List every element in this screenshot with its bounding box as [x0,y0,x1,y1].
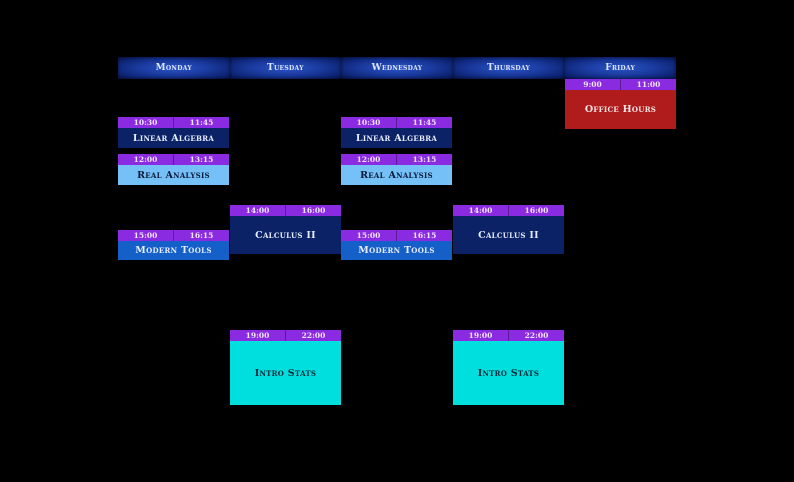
event-title: Intro Stats [230,341,341,405]
end-time: 11:00 [636,80,661,89]
event-intro-stats-thursday[interactable]: 19:00 22:00 Intro Stats [453,330,564,405]
event-calculus-ii-thursday[interactable]: 14:00 16:00 Calculus II [453,205,564,254]
time-bar: 15:00 16:15 [118,230,229,241]
start-time: 12:00 [118,154,174,165]
event-title: Modern Tools [118,241,229,260]
time-bar: 15:00 16:15 [341,230,452,241]
day-header-thursday: Thursday [452,57,565,79]
event-title: Calculus II [453,216,564,254]
end-time: 13:15 [412,155,437,164]
start-time: 15:00 [341,230,397,241]
event-modern-tools-wednesday[interactable]: 15:00 16:15 Modern Tools [341,230,452,260]
day-header-row: Monday Tuesday Wednesday Thursday Friday [118,57,676,79]
time-bar: 12:00 13:15 [118,154,229,165]
event-linear-algebra-wednesday[interactable]: 10:30 11:45 Linear Algebra [341,117,452,148]
time-bar: 19:00 22:00 [230,330,341,341]
event-modern-tools-monday[interactable]: 15:00 16:15 Modern Tools [118,230,229,260]
end-time: 16:15 [189,231,214,240]
end-time: 16:15 [412,231,437,240]
start-time: 14:00 [453,205,509,216]
event-calculus-ii-tuesday[interactable]: 14:00 16:00 Calculus II [230,205,341,254]
event-linear-algebra-monday[interactable]: 10:30 11:45 Linear Algebra [118,117,229,148]
event-title: Real Analysis [118,165,229,185]
start-time: 15:00 [118,230,174,241]
start-time: 14:00 [230,205,286,216]
event-title: Office Hours [565,90,676,129]
event-title: Linear Algebra [341,128,452,148]
event-office-hours-friday[interactable]: 9:00 11:00 Office Hours [565,79,676,129]
end-time: 13:15 [189,155,214,164]
start-time: 10:30 [118,117,174,128]
day-header-tuesday: Tuesday [229,57,342,79]
time-bar: 9:00 11:00 [565,79,676,90]
end-time: 22:00 [301,331,326,340]
time-bar: 10:30 11:45 [118,117,229,128]
event-title: Modern Tools [341,241,452,260]
time-bar: 12:00 13:15 [341,154,452,165]
start-time: 9:00 [565,79,621,90]
event-title: Intro Stats [453,341,564,405]
time-bar: 14:00 16:00 [453,205,564,216]
start-time: 19:00 [453,330,509,341]
event-title: Calculus II [230,216,341,254]
day-header-monday: Monday [118,57,230,79]
event-intro-stats-tuesday[interactable]: 19:00 22:00 Intro Stats [230,330,341,405]
time-bar: 10:30 11:45 [341,117,452,128]
start-time: 19:00 [230,330,286,341]
day-header-wednesday: Wednesday [341,57,453,79]
time-bar: 19:00 22:00 [453,330,564,341]
time-bar: 14:00 16:00 [230,205,341,216]
start-time: 10:30 [341,117,397,128]
end-time: 16:00 [301,206,326,215]
end-time: 22:00 [524,331,549,340]
event-title: Linear Algebra [118,128,229,148]
end-time: 11:45 [412,118,437,127]
end-time: 11:45 [189,118,214,127]
event-real-analysis-monday[interactable]: 12:00 13:15 Real Analysis [118,154,229,185]
event-title: Real Analysis [341,165,452,185]
day-header-friday: Friday [564,57,676,79]
event-real-analysis-wednesday[interactable]: 12:00 13:15 Real Analysis [341,154,452,185]
end-time: 16:00 [524,206,549,215]
start-time: 12:00 [341,154,397,165]
